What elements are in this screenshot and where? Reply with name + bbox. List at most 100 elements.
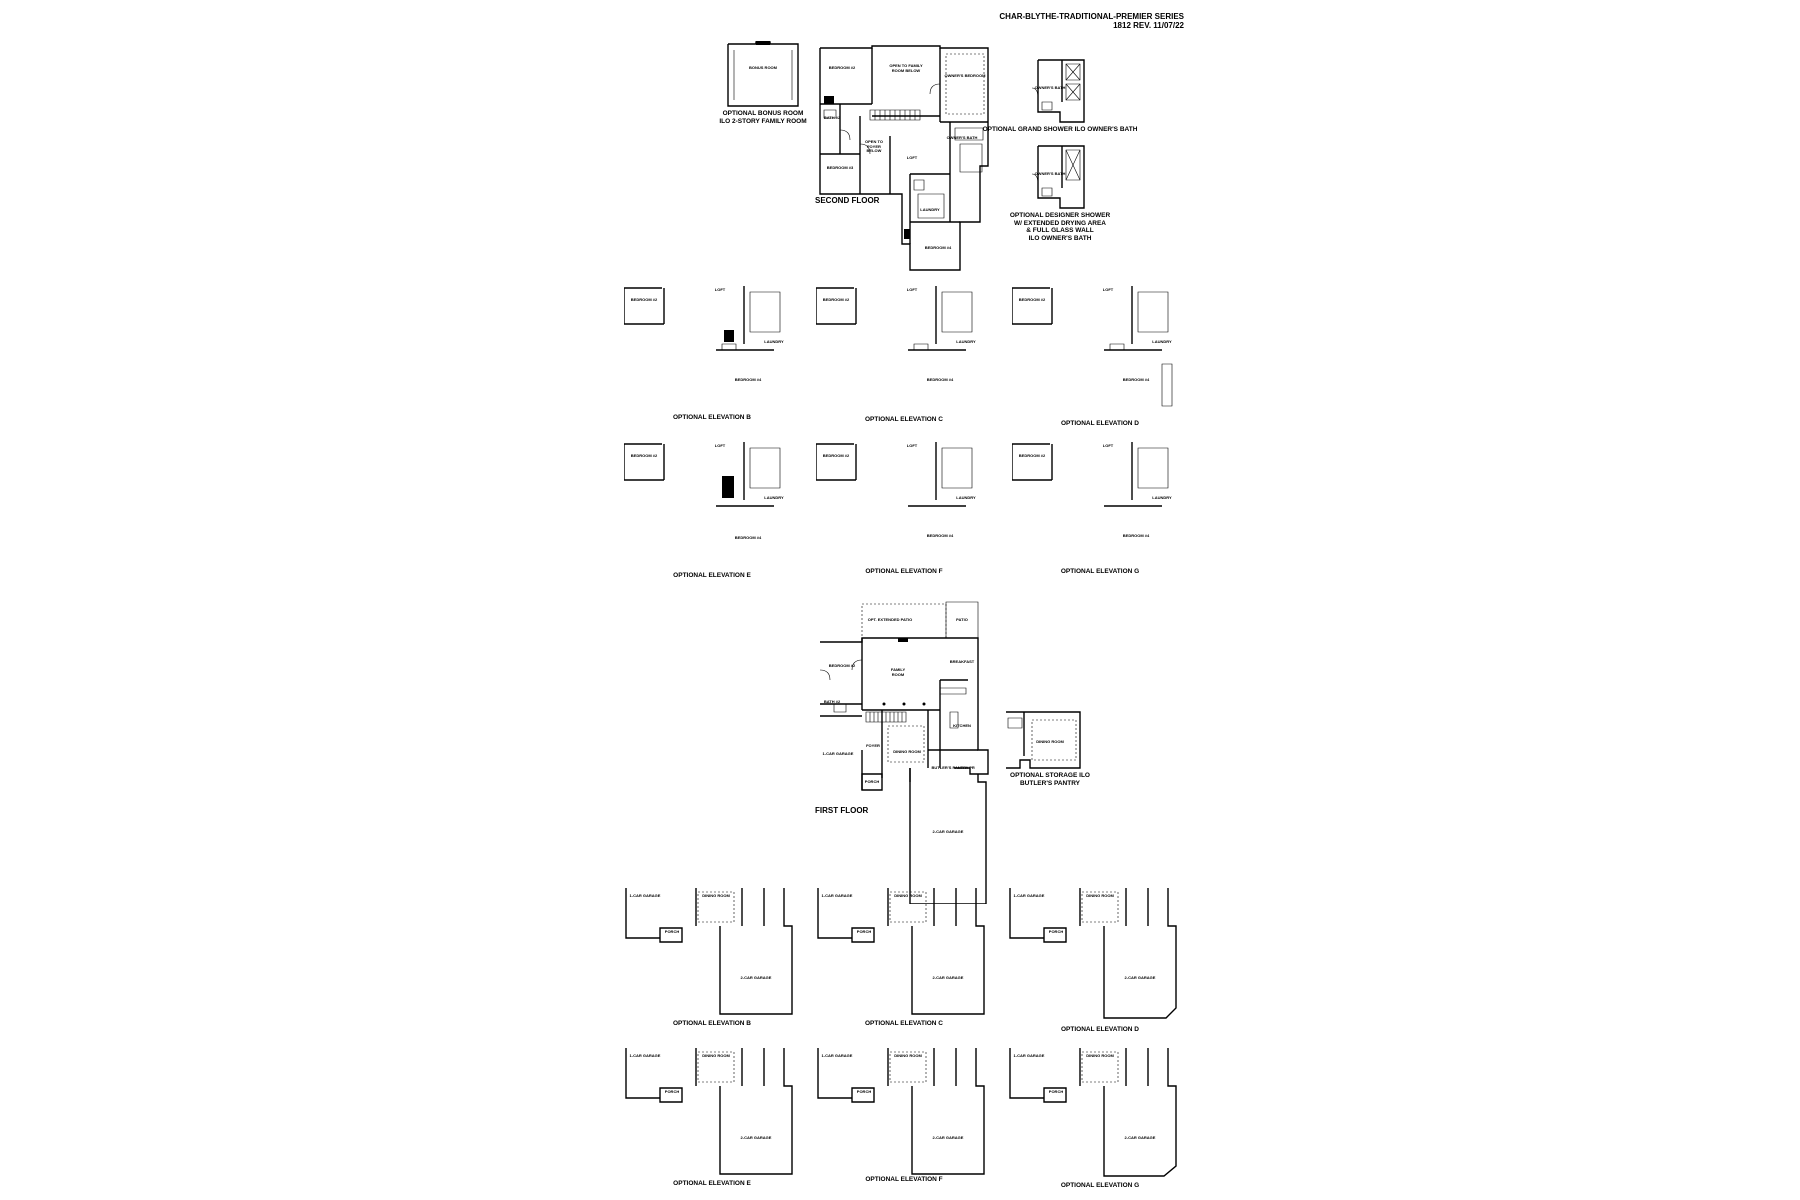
caption-second-elev-e: OPTIONAL ELEVATION E — [673, 572, 751, 579]
felev-c-porch: PORCH — [856, 929, 872, 934]
header-revision: 1812 REV. 11/07/22 — [1113, 21, 1184, 30]
felev-e-two-car: 2-CAR GARAGE — [740, 1135, 772, 1140]
elev-b-laundry: LAUNDRY — [764, 339, 784, 344]
second-elev-g-plan — [1012, 440, 1182, 566]
felev-g-one-car: 1-CAR GARAGE — [1013, 1053, 1045, 1058]
second-floor-title: SECOND FLOOR — [815, 196, 880, 205]
elev-e-bedroom-4: BEDROOM #4 — [734, 535, 762, 540]
second-elev-c-plan — [816, 284, 986, 410]
room-one-car-garage: 1-CAR GARAGE — [822, 751, 854, 756]
felev-d-two-car: 2-CAR GARAGE — [1124, 975, 1156, 980]
elev-d-laundry: LAUNDRY — [1152, 339, 1172, 344]
felev-b-two-car: 2-CAR GARAGE — [740, 975, 772, 980]
room-bedroom-4: BEDROOM #4 — [924, 245, 952, 250]
caption-first-elev-b: OPTIONAL ELEVATION B — [672, 1020, 752, 1027]
storage-option-plan — [1004, 710, 1084, 770]
elev-d-loft: LOFT — [1102, 287, 1114, 292]
elev-g-bedroom-4: BEDROOM #4 — [1122, 533, 1150, 538]
felev-d-one-car: 1-CAR GARAGE — [1013, 893, 1045, 898]
room-patio: PATIO — [956, 617, 968, 622]
room-powder: PR — [969, 765, 975, 770]
caption-designer-shower-line1: OPTIONAL DESIGNER SHOWER — [1009, 212, 1111, 219]
room-kitchen: KITCHEN — [953, 723, 971, 728]
felev-d-porch: PORCH — [1048, 929, 1064, 934]
caption-first-elev-g: OPTIONAL ELEVATION G — [1060, 1182, 1140, 1189]
elev-c-loft: LOFT — [906, 287, 918, 292]
elev-b-loft: LOFT — [714, 287, 726, 292]
room-opt-extended-patio: OPT. EXTENDED PATIO — [867, 617, 913, 622]
elev-b-bedroom-2: BEDROOM #2 — [630, 297, 658, 302]
sheet-header: CHAR-BLYTHE-TRADITIONAL-PREMIER SERIES 1… — [999, 12, 1184, 30]
caption-designer-shower-line2: W/ EXTENDED DRYING AREA — [1014, 219, 1106, 227]
caption-second-elev-d: OPTIONAL ELEVATION D — [1060, 420, 1140, 427]
room-owners-bath: OWNER'S BATH — [946, 135, 978, 140]
caption-first-elev-c: OPTIONAL ELEVATION C — [864, 1020, 944, 1027]
room-bonus: BONUS ROOM — [749, 65, 777, 70]
elev-c-bedroom-2: BEDROOM #2 — [822, 297, 850, 302]
caption-storage-line1: OPTIONAL STORAGE ILO — [1010, 772, 1090, 779]
elev-f-bedroom-2: BEDROOM #2 — [822, 453, 850, 458]
second-elev-f-plan — [816, 440, 986, 566]
grand-shower-plan — [1030, 58, 1086, 124]
room-open-family: OPEN TO FAMILY ROOM BELOW — [889, 63, 923, 73]
caption-designer-shower-line4: ILO OWNER'S BATH — [1028, 234, 1092, 242]
caption-grand-shower: OPTIONAL GRAND SHOWER ILO OWNER'S BATH — [982, 126, 1138, 133]
first-elev-b-plan — [624, 886, 794, 1016]
room-bath-first: BATH #2 — [823, 699, 841, 704]
room-bedroom-2: BEDROOM #2 — [828, 65, 856, 70]
felev-f-porch: PORCH — [856, 1089, 872, 1094]
caption-designer-shower-line3: & FULL GLASS WALL — [1026, 227, 1094, 234]
felev-f-two-car: 2-CAR GARAGE — [932, 1135, 964, 1140]
felev-f-one-car: 1-CAR GARAGE — [821, 1053, 853, 1058]
first-elev-g-plan — [1008, 1046, 1182, 1180]
caption-first-elev-e: OPTIONAL ELEVATION E — [673, 1180, 751, 1187]
second-elev-e-plan — [624, 440, 794, 570]
elev-d-bedroom-4: BEDROOM #4 — [1122, 377, 1150, 382]
room-butlers-pantry: BUTLER'S PANTRY — [931, 765, 969, 770]
elev-f-bedroom-4: BEDROOM #4 — [926, 533, 954, 538]
felev-e-dining: DINING ROOM — [702, 1053, 730, 1058]
elev-f-loft: LOFT — [906, 443, 918, 448]
elev-f-laundry: LAUNDRY — [956, 495, 976, 500]
first-elev-e-plan — [624, 1046, 794, 1176]
elev-d-bedroom-2: BEDROOM #2 — [1018, 297, 1046, 302]
room-open-foyer: OPEN TO FOYER BELOW — [865, 139, 883, 154]
first-elev-c-plan — [816, 886, 986, 1016]
first-elev-f-plan — [816, 1046, 986, 1176]
felev-c-two-car: 2-CAR GARAGE — [932, 975, 964, 980]
room-laundry: LAUNDRY — [920, 207, 940, 212]
elev-e-laundry: LAUNDRY — [764, 495, 784, 500]
second-elev-b-plan — [624, 284, 794, 410]
caption-second-elev-g: OPTIONAL ELEVATION G — [1060, 568, 1140, 575]
room-bedroom-3: BEDROOM #3 — [826, 165, 854, 170]
elev-c-bedroom-4: BEDROOM #4 — [926, 377, 954, 382]
room-family: FAMILY ROOM — [890, 667, 906, 677]
room-bath-2: BATH #2 — [823, 115, 841, 120]
felev-b-one-car: 1-CAR GARAGE — [629, 893, 661, 898]
room-porch: PORCH — [864, 779, 880, 784]
caption-second-elev-c: OPTIONAL ELEVATION C — [864, 416, 944, 423]
felev-g-porch: PORCH — [1048, 1089, 1064, 1094]
felev-d-dining: DINING ROOM — [1086, 893, 1114, 898]
room-loft: LOFT — [906, 155, 918, 160]
felev-c-one-car: 1-CAR GARAGE — [821, 893, 853, 898]
felev-e-one-car: 1-CAR GARAGE — [629, 1053, 661, 1058]
room-dining: DINING ROOM — [893, 749, 921, 754]
elev-b-bedroom-4: BEDROOM #4 — [734, 377, 762, 382]
felev-b-dining: DINING ROOM — [702, 893, 730, 898]
caption-storage-line2: BUTLER'S PANTRY — [1019, 779, 1081, 787]
room-owners-bath-designer: OWNER'S BATH — [1034, 171, 1066, 176]
first-elev-d-plan — [1008, 886, 1182, 1022]
elev-c-laundry: LAUNDRY — [956, 339, 976, 344]
caption-storage: OPTIONAL STORAGE ILO BUTLER'S PANTRY — [1010, 772, 1090, 787]
caption-first-elev-d: OPTIONAL ELEVATION D — [1060, 1026, 1140, 1033]
header-title: CHAR-BLYTHE-TRADITIONAL-PREMIER SERIES — [999, 12, 1184, 21]
caption-designer-shower: OPTIONAL DESIGNER SHOWER W/ EXTENDED DRY… — [1010, 212, 1110, 242]
first-floor-plan — [810, 600, 992, 904]
elev-e-loft: LOFT — [714, 443, 726, 448]
felev-e-porch: PORCH — [664, 1089, 680, 1094]
room-foyer: FOYER — [866, 743, 880, 748]
elev-g-loft: LOFT — [1102, 443, 1114, 448]
room-owners-bath-grand: OWNER'S BATH — [1034, 85, 1066, 90]
